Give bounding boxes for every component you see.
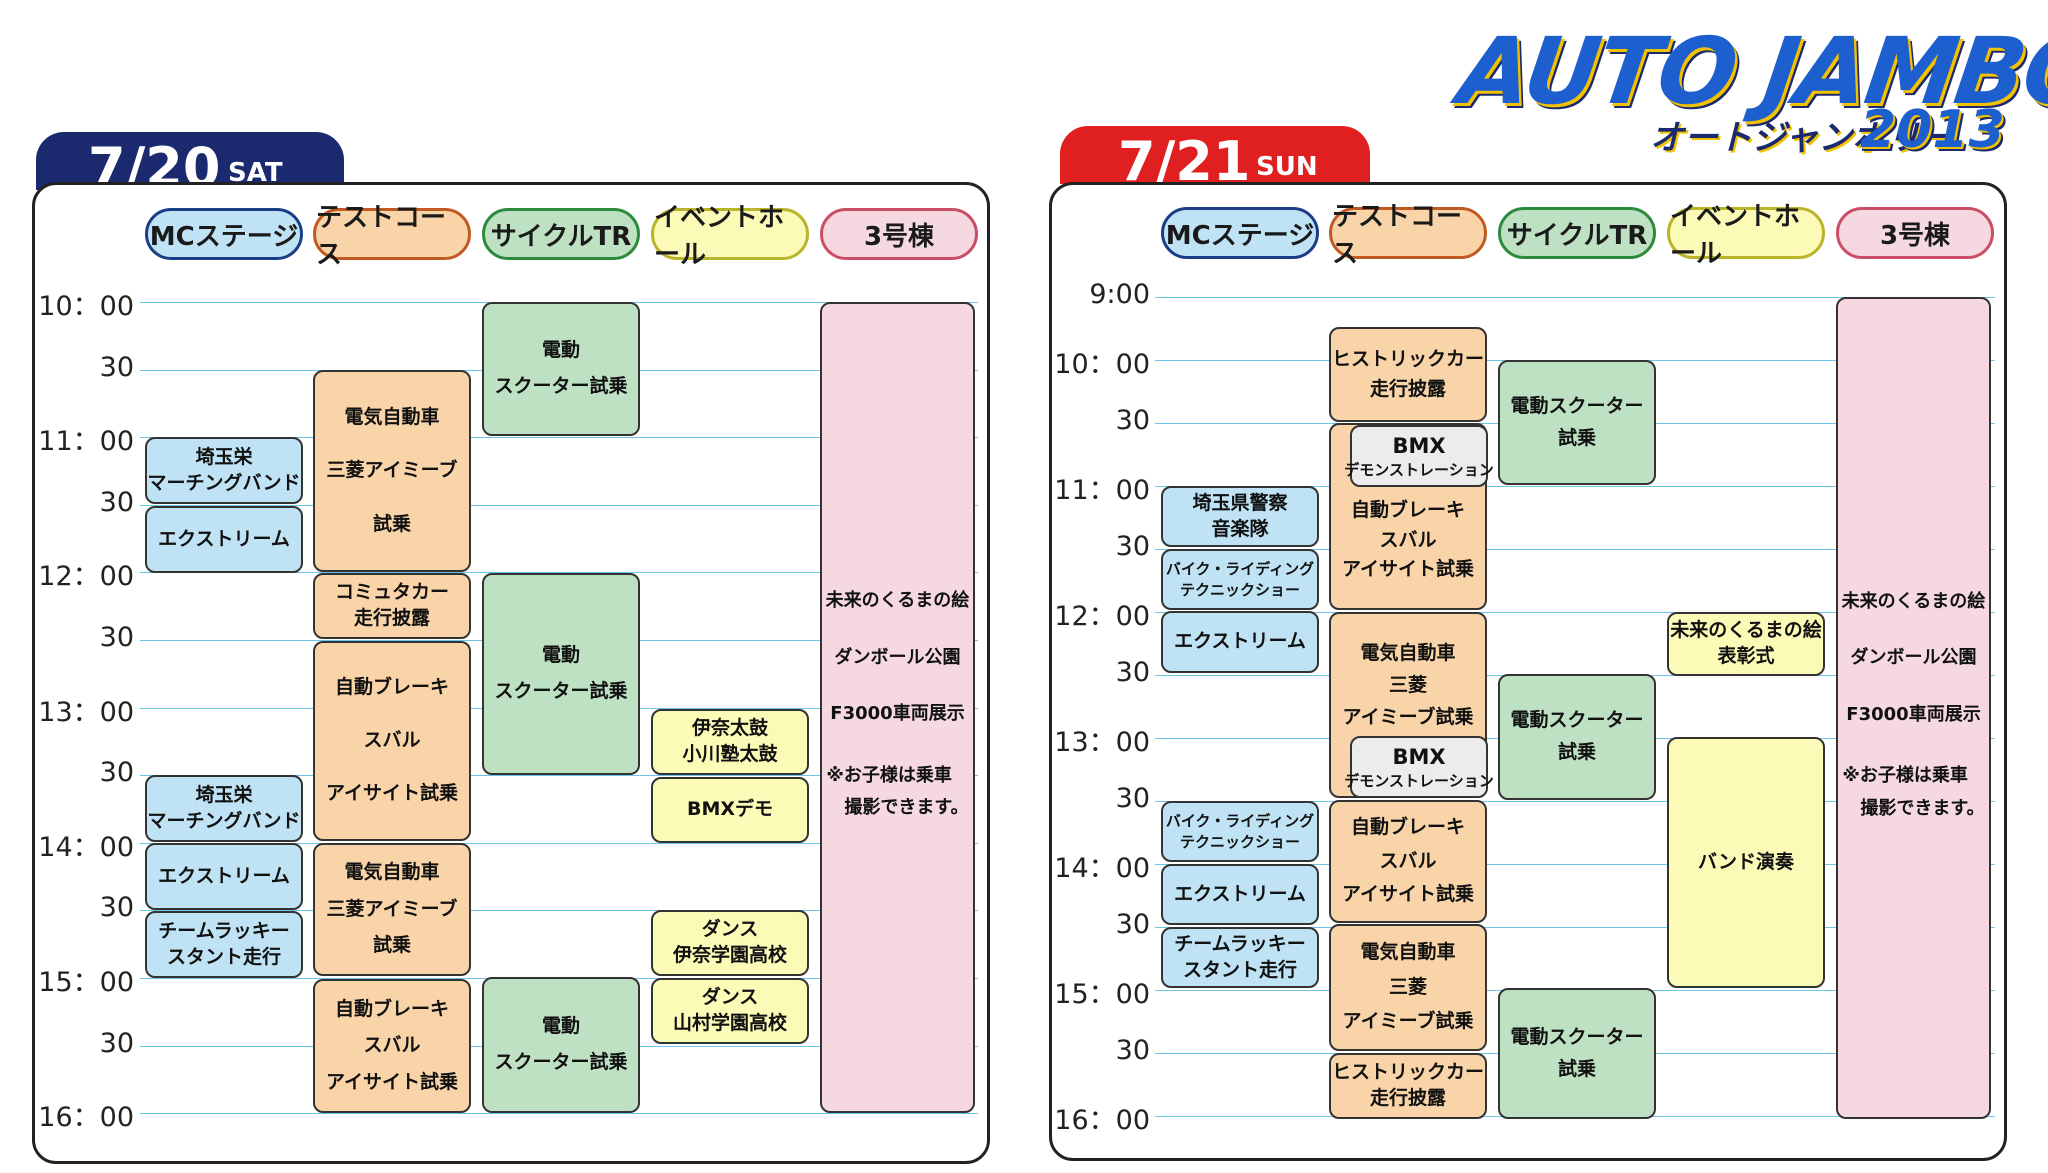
time-label: 30	[99, 486, 134, 518]
event-block: バンド演奏	[1667, 737, 1825, 988]
time-gridline	[140, 437, 978, 439]
event-block: 自動ブレーキスバルアイサイト試乗	[1329, 800, 1487, 923]
time-label: 15：00	[38, 967, 134, 998]
column-header-cycle-tr: サイクルTR	[1498, 207, 1656, 259]
time-label: 30	[1115, 531, 1150, 562]
event-block: チームラッキースタント走行	[1161, 927, 1319, 988]
time-label: 11：00	[38, 426, 134, 458]
note-line: 撮影できます。	[844, 797, 969, 819]
time-gridline	[1155, 801, 1995, 802]
column-header-building-3: 3号棟	[1836, 207, 1994, 259]
event-block: 伊奈太鼓小川塾太鼓	[651, 709, 809, 775]
event-block: チームラッキースタント走行	[145, 911, 303, 978]
time-gridline	[140, 1113, 978, 1115]
event-block: 埼玉栄マーチングバンド	[145, 437, 303, 504]
event-block: 電気自動車三菱アイミーブ試乗	[313, 843, 471, 976]
event-block: 電動スクーター試乗	[1498, 360, 1656, 485]
event-block: エクストリーム	[145, 843, 303, 910]
event-block: エクストリーム	[1161, 611, 1319, 673]
time-label: 30	[99, 1027, 134, 1059]
event-block: 電動スクーター試乗	[482, 302, 640, 436]
event-block: ダンス伊奈学園高校	[651, 910, 809, 976]
event-block: 自動ブレーキスバルアイサイト試乗	[313, 979, 471, 1113]
note-line: ※お子様は乗車	[826, 764, 952, 786]
time-label: 13：00	[38, 696, 134, 728]
time-label: 13：00	[1054, 727, 1150, 758]
time-gridline	[1155, 549, 1995, 550]
time-gridline	[140, 842, 978, 844]
time-gridline	[1155, 864, 1995, 865]
day-of-week-label: SUN	[1256, 152, 1318, 182]
auto-jamboree-logo: AUTO JAMBOREE オートジャンボリー 2013	[1452, 18, 2048, 168]
logo-year: 2013	[1860, 100, 2005, 160]
event-block: 電動スクーター試乗	[482, 977, 640, 1113]
time-label: 30	[99, 892, 134, 924]
event-block: コミュタカー走行披露	[313, 573, 471, 639]
logo-katakana: オートジャンボリー	[1650, 118, 1955, 158]
time-gridline	[140, 572, 978, 574]
time-gridline	[1155, 297, 1995, 298]
note-line: ※お子様は乗車	[1842, 765, 1968, 787]
column-header-building-3: 3号棟	[820, 208, 978, 260]
event-block: バイク・ライディングテクニックショー	[1161, 549, 1319, 610]
event-block: 電動スクーター試乗	[1498, 674, 1656, 800]
event-block: 埼玉県警察音楽隊	[1161, 486, 1319, 547]
column-header-test-course: テストコース	[1329, 202, 1487, 269]
time-label: 30	[1115, 405, 1150, 436]
event-block: エクストリーム	[145, 506, 303, 573]
building-3-block: 未来のくるまの絵 ダンボール公園 F3000車両展示 ※お子様は乗車 撮影できま…	[1836, 297, 1991, 1119]
time-label: 10：00	[38, 291, 134, 322]
time-label: 14：00	[38, 831, 134, 863]
time-label: 9:00	[1089, 279, 1150, 310]
time-label: 10：00	[1054, 349, 1150, 380]
time-label: 11：00	[1054, 475, 1150, 506]
time-label: 30	[99, 757, 134, 789]
time-gridline	[140, 504, 978, 506]
event-block: BMXデモ	[651, 777, 809, 843]
time-gridline	[1155, 486, 1995, 487]
building-3-block: 未来のくるまの絵 ダンボール公園 F3000車両展示 ※お子様は乗車 撮影できま…	[820, 302, 975, 1113]
time-gridline	[1155, 612, 1995, 613]
date-tab-sun: 7/21 SUN	[1060, 126, 1370, 193]
time-label: 16：00	[38, 1102, 134, 1134]
event-block: ヒストリックカー走行披露	[1329, 1053, 1487, 1119]
time-label: 12：00	[38, 561, 134, 593]
note-line: 撮影できます。	[1860, 797, 1985, 819]
time-label: 30	[1115, 657, 1150, 688]
event-block: 電気自動車三菱アイミーブ試乗	[313, 370, 471, 572]
event-block: 自動ブレーキスバルアイサイト試乗	[313, 641, 471, 841]
event-block: 未来のくるまの絵表彰式	[1667, 612, 1825, 676]
time-label: 16：00	[1054, 1105, 1150, 1136]
time-label: 30	[99, 351, 134, 383]
column-header-test-course: テストコース	[313, 203, 471, 270]
event-block: エクストリーム	[1161, 864, 1319, 925]
time-label: 30	[1115, 1035, 1150, 1066]
column-header-mc-stage: MCステージ	[145, 208, 303, 260]
column-header-mc-stage: MCステージ	[1161, 207, 1319, 259]
event-block: 電動スクーター試乗	[1498, 988, 1656, 1119]
event-block: バイク・ライディングテクニックショー	[1161, 801, 1319, 862]
time-gridline	[140, 775, 978, 777]
column-header-event-hall: イベントホール	[1667, 202, 1825, 269]
time-label: 30	[1115, 783, 1150, 814]
event-block: 電気自動車三菱アイミーブ試乗	[1329, 924, 1487, 1051]
time-gridline	[140, 910, 978, 912]
column-header-event-hall: イベントホール	[651, 203, 809, 270]
time-label: 14：00	[1054, 853, 1150, 884]
date-tab-sat: 7/20 SAT	[36, 132, 344, 199]
time-label: 12：00	[1054, 601, 1150, 632]
time-label: 15：00	[1054, 979, 1150, 1010]
event-block: 埼玉栄マーチングバンド	[145, 775, 303, 842]
column-header-cycle-tr: サイクルTR	[482, 208, 640, 260]
time-label: 30	[99, 622, 134, 653]
time-label: 30	[1115, 909, 1150, 940]
event-block: 電動スクーター試乗	[482, 573, 640, 775]
time-gridline	[1155, 927, 1995, 928]
event-block: ダンス山村学園高校	[651, 978, 809, 1044]
event-block: ヒストリックカー走行披露	[1329, 327, 1487, 422]
